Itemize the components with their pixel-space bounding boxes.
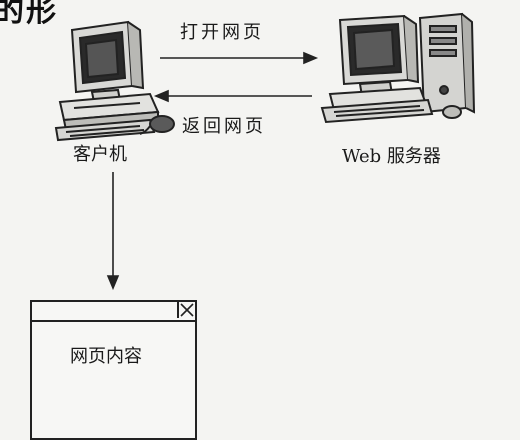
- client-label: 客户机: [73, 144, 127, 165]
- heading-fragment: 的形: [0, 0, 58, 29]
- return-page-label: 返回网页: [182, 116, 266, 137]
- open-page-arrow: [160, 51, 319, 65]
- close-icon[interactable]: [177, 302, 195, 318]
- server-computer-icon: [320, 12, 476, 124]
- down-arrow: [106, 172, 120, 291]
- server-mouse-icon: [442, 105, 462, 119]
- open-page-label: 打开网页: [180, 22, 264, 43]
- client-computer-icon: [54, 20, 160, 142]
- browser-window: 网页内容: [30, 300, 197, 440]
- mouse-icon: [139, 115, 175, 135]
- diagram-canvas: [54, 12, 476, 291]
- return-page-arrow: [153, 89, 312, 103]
- page-content-label: 网页内容: [70, 346, 142, 367]
- window-titlebar: [32, 302, 195, 322]
- server-label: Web 服务器: [342, 146, 441, 167]
